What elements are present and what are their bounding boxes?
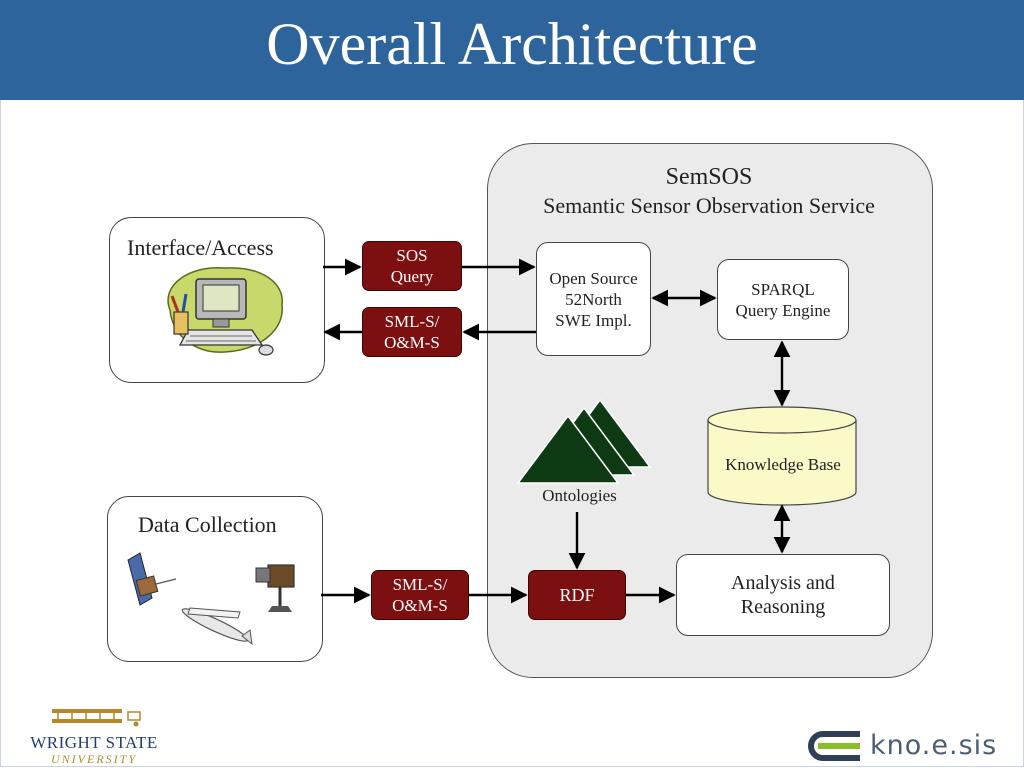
satellite-icon [127, 552, 177, 606]
sensor-device-icon [255, 564, 295, 612]
semsos-title: SemSOS [665, 164, 753, 190]
ontology-triangles-icon [516, 398, 652, 484]
ontologies-label: Ontologies [542, 486, 617, 505]
title-bar [0, 0, 1024, 100]
rdf-message: RDF [528, 570, 626, 620]
knoesis-logo [808, 731, 860, 761]
sos-query-message: SOS Query [362, 241, 462, 291]
interface-access-title: Interface/Access [127, 235, 274, 260]
sml-response-message: SML-S/ O&M-S [362, 307, 462, 357]
semsos-subtitle: Semantic Sensor Observation Service [543, 193, 875, 218]
slide-title: Overall Architecture [266, 11, 758, 77]
data-collection-title: Data Collection [138, 512, 277, 537]
knowledge-base-label: Knowledge Base [725, 455, 841, 474]
analysis-reasoning-node: Analysis and Reasoning [676, 554, 890, 636]
wsu-logo-name: WRIGHT STATE [30, 733, 158, 752]
drone-icon [181, 607, 253, 646]
wsu-logo-university: UNIVERSITY [51, 752, 137, 766]
sparql-query-engine-node: SPARQL Query Engine [717, 259, 849, 340]
wright-flyer-logo [52, 709, 141, 727]
knoesis-logo-text: kno.e.sis [870, 730, 998, 761]
knowledge-base-cylinder [707, 406, 857, 506]
open-source-52north-node: Open Source 52North SWE Impl. [536, 242, 651, 356]
computer-clipart [167, 267, 283, 356]
sml-input-message: SML-S/ O&M-S [371, 570, 469, 620]
